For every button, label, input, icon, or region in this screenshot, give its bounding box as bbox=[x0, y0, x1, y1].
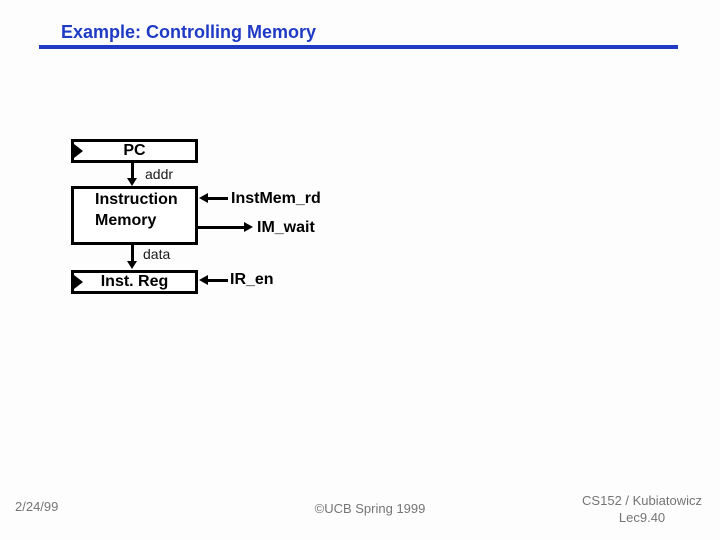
footer-copyright: ©UCB Spring 1999 bbox=[314, 501, 426, 516]
footer-date: 2/24/99 bbox=[15, 499, 59, 514]
addr-arrow-line bbox=[131, 163, 134, 179]
im-wait-arrow-line bbox=[198, 226, 244, 229]
ir-en-label: IR_en bbox=[230, 271, 274, 288]
data-arrow-line bbox=[131, 245, 134, 262]
pc-label: PC bbox=[123, 142, 146, 159]
instruction-memory-box: Instruction Memory bbox=[71, 186, 198, 245]
instruction-memory-label-line2: Memory bbox=[95, 212, 157, 229]
inst-reg-label: Inst. Reg bbox=[100, 273, 169, 290]
footer-lecture: Lec9.40 bbox=[618, 510, 666, 525]
inst-mem-rd-label: InstMem_rd bbox=[231, 190, 321, 207]
footer-course: CS152 / Kubiatowicz bbox=[582, 493, 702, 508]
pc-box: PC bbox=[71, 139, 198, 163]
arrow-left-icon bbox=[199, 275, 208, 285]
addr-label: addr bbox=[145, 166, 174, 182]
footer-course-block: CS152 / Kubiatowicz Lec9.40 bbox=[582, 492, 702, 526]
arrow-down-icon bbox=[127, 261, 137, 269]
inst-mem-rd-arrow-line bbox=[208, 197, 228, 200]
arrow-down-icon bbox=[127, 178, 137, 186]
clock-input-icon bbox=[74, 275, 83, 289]
im-wait-label: IM_wait bbox=[257, 219, 315, 236]
title-underline bbox=[39, 45, 678, 49]
instruction-memory-label-line1: Instruction bbox=[95, 191, 178, 208]
ir-en-arrow-line bbox=[208, 279, 228, 282]
data-label: data bbox=[143, 246, 171, 262]
inst-reg-box: Inst. Reg bbox=[71, 270, 198, 294]
arrow-left-icon bbox=[199, 193, 208, 203]
clock-input-icon bbox=[74, 144, 83, 158]
arrow-right-icon bbox=[244, 222, 253, 232]
slide-title: Example: Controlling Memory bbox=[61, 22, 317, 42]
